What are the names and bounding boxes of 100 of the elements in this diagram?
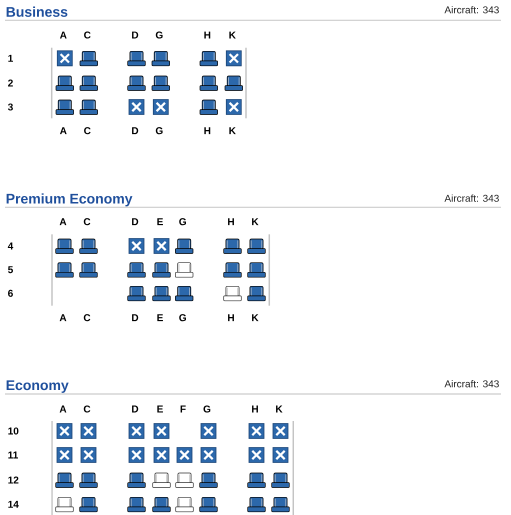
aircraft-label: Aircraft: 343: [444, 380, 499, 388]
column-letter: K: [276, 406, 283, 412]
cross-icon: [128, 447, 144, 463]
row-number: 3: [8, 103, 13, 111]
column-letter: A: [60, 32, 67, 38]
row-number: 14: [8, 500, 19, 508]
cross-icon: [154, 423, 170, 439]
seat-icon: [271, 496, 290, 512]
seat-icon: [127, 472, 146, 488]
seat-icon: [80, 76, 98, 91]
cross-icon: [56, 447, 72, 463]
seat-outline-icon: [175, 262, 194, 278]
column-letter: H: [228, 218, 234, 226]
seat-icon: [79, 472, 98, 488]
column-letter: H: [204, 127, 210, 134]
column-letter: E: [157, 218, 163, 226]
column-letter: H: [252, 406, 258, 412]
column-letter: C: [84, 127, 91, 134]
seat-icon: [247, 286, 266, 302]
seat-icon: [79, 496, 98, 512]
column-letter: A: [60, 314, 66, 322]
row-number: 5: [8, 266, 13, 274]
seat-outline-icon: [55, 496, 74, 512]
column-letter: D: [132, 218, 138, 226]
seat-icon: [200, 76, 218, 91]
cross-icon: [176, 447, 192, 463]
row-number: 6: [8, 290, 13, 297]
seat-icon: [175, 286, 194, 302]
section-heading: Economy: [6, 380, 69, 393]
seat-icon: [79, 238, 98, 254]
aircraft-label: Aircraft: 343: [444, 194, 499, 202]
seat-icon: [127, 76, 146, 91]
cross-icon: [154, 447, 170, 463]
cross-icon: [272, 423, 288, 439]
cross-icon: [154, 238, 170, 254]
seat-icon: [271, 472, 290, 488]
seat-icon: [223, 262, 242, 278]
column-letter: H: [228, 314, 234, 322]
seat-icon: [55, 262, 74, 278]
column-letter: D: [132, 406, 138, 412]
column-letter: G: [156, 31, 163, 39]
cross-icon: [128, 238, 144, 254]
column-letter: K: [252, 314, 259, 322]
seat-icon: [127, 262, 146, 278]
column-letter: G: [204, 405, 210, 413]
column-letter: E: [157, 406, 163, 412]
cross-icon: [152, 99, 169, 115]
column-letter: A: [60, 127, 67, 134]
seat-icon: [152, 286, 171, 302]
seat-icon: [152, 496, 171, 512]
seat-outline-icon: [152, 472, 171, 488]
seat-icon: [127, 286, 146, 302]
column-letter: C: [84, 405, 90, 413]
section-heading: Business: [6, 6, 68, 17]
cross-icon: [226, 50, 242, 66]
column-letter: C: [84, 31, 91, 39]
seat-outline-icon: [175, 496, 194, 512]
column-letter: K: [229, 32, 236, 38]
column-letter: C: [84, 218, 90, 226]
seat-icon: [200, 100, 218, 115]
section-heading: Premium Economy: [6, 193, 132, 206]
row-number: 2: [8, 80, 13, 86]
column-letter: C: [84, 314, 90, 322]
cross-icon: [128, 99, 144, 115]
seat-icon: [175, 238, 194, 254]
seat-icon: [152, 50, 170, 66]
seat-icon: [80, 50, 98, 66]
seat-icon: [200, 50, 218, 66]
row-number: 11: [8, 452, 18, 458]
cross-icon: [248, 423, 264, 439]
cross-icon: [272, 447, 288, 463]
seat-icon: [152, 76, 170, 91]
column-letter: F: [180, 406, 186, 412]
cross-icon: [56, 423, 72, 439]
column-letter: E: [157, 314, 163, 322]
row-number: 12: [8, 476, 18, 484]
seat-icon: [223, 238, 242, 254]
seat-icon: [247, 262, 266, 278]
column-letter: A: [60, 406, 66, 412]
cross-icon: [200, 447, 216, 463]
row-number: 1: [8, 54, 13, 62]
column-letter: K: [252, 218, 259, 226]
seat-icon: [56, 100, 74, 115]
seat-icon: [247, 472, 266, 488]
cross-icon: [80, 423, 96, 439]
seat-outline-icon: [175, 472, 194, 488]
cross-icon: [200, 423, 216, 439]
seat-icon: [56, 76, 74, 91]
column-letter: A: [60, 218, 66, 226]
seat-icon: [127, 50, 146, 66]
cross-icon: [80, 447, 96, 463]
seat-icon: [55, 472, 74, 488]
row-number: 4: [8, 242, 14, 250]
column-letter: G: [179, 218, 186, 226]
seat-icon: [80, 100, 98, 115]
cross-icon: [128, 423, 144, 439]
seat-icon: [79, 262, 98, 278]
row-number: 10: [8, 427, 18, 435]
column-letter: D: [132, 314, 138, 322]
seat-icon: [199, 472, 218, 488]
